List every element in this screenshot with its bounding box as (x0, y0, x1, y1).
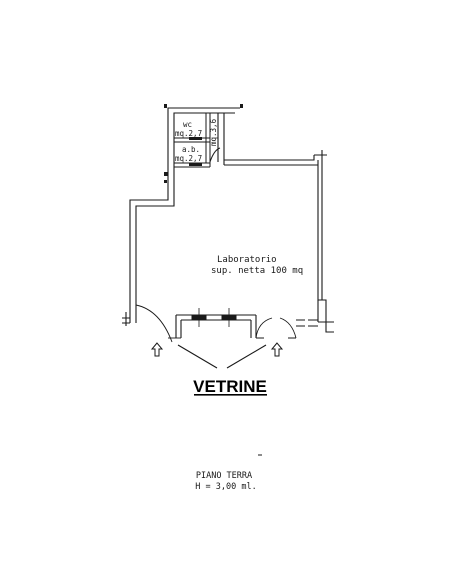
vetrine-line-left (177, 344, 218, 369)
wall-bit-2 (240, 104, 243, 108)
bottom-wall-left (175, 314, 256, 338)
floor-label: PIANO TERRA (196, 471, 252, 481)
antibagno-area: mq.2,7 (175, 154, 202, 163)
door-jamb-1 (189, 137, 202, 140)
left-wall (129, 107, 240, 323)
doors (135, 304, 297, 343)
vetrine-title: VETRINE (193, 377, 267, 396)
right-wall (314, 150, 327, 301)
vetrine-lines (177, 344, 267, 369)
bottom-right-stub (296, 319, 305, 327)
wall-bit-3 (164, 172, 168, 176)
right-door-arc-1 (255, 317, 273, 339)
right-door-arc-2 (279, 317, 297, 339)
bottom-wall-right (250, 315, 257, 338)
arrow-up-icon (270, 342, 284, 357)
window-ticks (198, 308, 230, 327)
vetrine-line-right (226, 344, 267, 369)
service-mid-wall (205, 113, 211, 167)
left-wall-cap (122, 312, 130, 326)
small-door-arc (209, 147, 221, 163)
service-fills (164, 104, 243, 183)
vetrine-underline (194, 394, 267, 396)
entrance-arrows (150, 342, 284, 357)
wc-area: mq.2,7 (175, 129, 202, 138)
arrow-up-icon (150, 342, 164, 357)
outer-walls (122, 107, 334, 338)
wall-bit-1 (164, 104, 167, 108)
lab-top-wall (224, 155, 318, 166)
ripostiglio-area: mq.3,6 (209, 118, 218, 146)
door-jamb-2 (189, 163, 202, 166)
lab-area: sup. netta 100 mq (211, 266, 303, 276)
wall-bit-4 (164, 180, 167, 183)
height-label: H = 3,00 ml. (195, 482, 256, 492)
lab-label: Laboratorio (217, 255, 277, 265)
left-wall-inner (135, 112, 235, 323)
right-wall-lower (308, 299, 334, 333)
wc-label: wc (183, 120, 192, 129)
left-door-arc (135, 304, 173, 343)
antibagno-label: a.b. (182, 145, 200, 154)
service-right-wall (217, 113, 225, 165)
window-markers (191, 308, 237, 327)
